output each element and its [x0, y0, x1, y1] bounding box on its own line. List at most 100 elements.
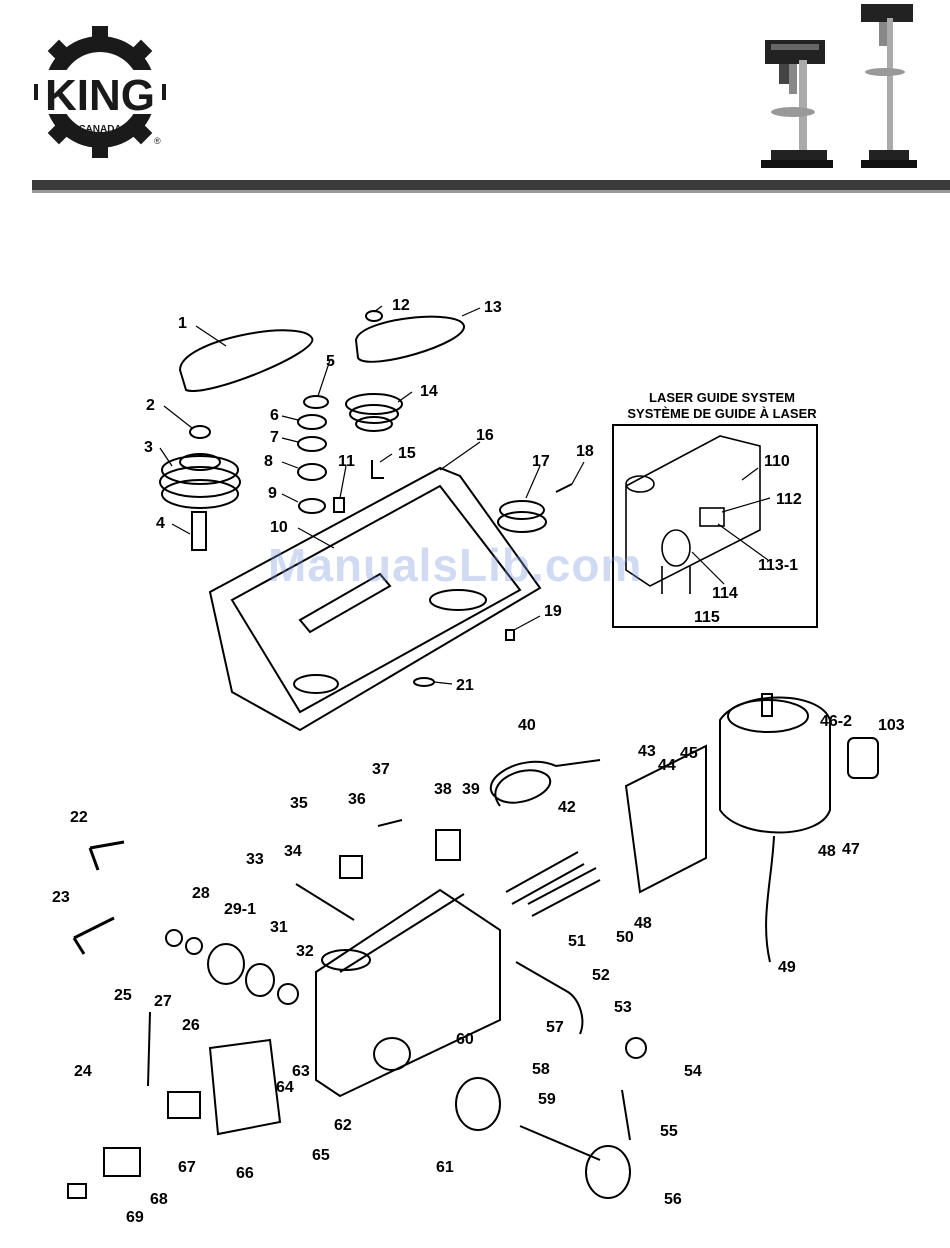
part-label: 5 — [326, 353, 335, 370]
bearing-6 — [298, 415, 326, 429]
part-label: 32 — [296, 943, 314, 960]
knob-54 — [626, 1038, 646, 1058]
part-label: 48 — [634, 915, 652, 932]
screw-19 — [506, 630, 514, 640]
part-label: 22 — [70, 809, 88, 826]
switch-68 — [104, 1148, 140, 1176]
part-label: 23 — [52, 889, 70, 906]
part-label: 63 — [292, 1063, 310, 1080]
part-label: 29-1 — [224, 901, 256, 918]
leader-lines — [160, 306, 770, 684]
bracket-38 — [436, 830, 460, 860]
bushing-12 — [366, 311, 382, 321]
part-label: 113-1 — [758, 557, 798, 574]
laser-pins-115 — [662, 566, 690, 594]
bushing-61 — [456, 1078, 500, 1130]
cover-103 — [848, 738, 878, 778]
part-label: 16 — [476, 427, 494, 444]
bracket-15 — [372, 460, 384, 478]
part-label: 48 — [818, 843, 836, 860]
part-label: 52 — [592, 967, 610, 984]
part-label: 45 — [680, 745, 698, 762]
laser-guide-parts — [626, 436, 760, 594]
belt-13 — [356, 317, 464, 362]
part-label: 110 — [764, 453, 790, 470]
motor-46-2 — [720, 694, 830, 833]
part-label: 69 — [126, 1209, 144, 1226]
rod-42 — [506, 852, 584, 904]
part-label: 25 — [114, 987, 132, 1004]
part-label: 13 — [484, 299, 502, 316]
cord-49 — [766, 836, 774, 962]
part-label: 24 — [74, 1063, 92, 1080]
part-label: 46-2 — [820, 713, 852, 730]
part-label: 64 — [276, 1079, 294, 1096]
part-label: 8 — [264, 453, 273, 470]
knob-21 — [414, 678, 434, 686]
part-label: 67 — [178, 1159, 196, 1176]
part-label: 36 — [348, 791, 366, 808]
part-label: 3 — [144, 439, 153, 456]
part-label: 65 — [312, 1147, 330, 1164]
ring-9 — [299, 499, 325, 513]
part-label: 43 — [638, 743, 656, 760]
part-label: 33 — [246, 851, 264, 868]
flange-31 — [246, 964, 274, 996]
nut-2 — [190, 426, 210, 438]
part-label: 37 — [372, 761, 390, 778]
part-label: 39 — [462, 781, 480, 798]
part-label: 62 — [334, 1117, 352, 1134]
part-label: 4 — [156, 515, 165, 532]
hex-key-22 — [90, 842, 124, 870]
part-label: 17 — [532, 453, 550, 470]
idler-pulley-17 — [498, 501, 546, 532]
part-label: 57 — [546, 1019, 564, 1036]
part-label: 18 — [576, 443, 594, 460]
screw-11 — [334, 498, 344, 512]
clip-36 — [378, 820, 402, 826]
cover-65 — [210, 1040, 280, 1134]
head-casting-62 — [316, 890, 500, 1096]
part-label: 6 — [270, 407, 279, 424]
part-label: 11 — [338, 453, 355, 470]
part-label: 112 — [776, 491, 802, 508]
part-label: 51 — [568, 933, 586, 950]
part-label: 1 — [178, 315, 187, 332]
power-cord-40 — [491, 760, 600, 806]
part-label: 50 — [616, 929, 634, 946]
motor-pulley-3 — [160, 454, 240, 508]
ring-5 — [304, 396, 328, 408]
part-label: 31 — [270, 919, 288, 936]
laser-housing-110 — [626, 436, 760, 586]
laser-switch-112 — [700, 508, 724, 526]
belt-1 — [180, 330, 312, 391]
part-label: 9 — [268, 485, 277, 502]
spindle-shaft — [520, 1126, 600, 1160]
part-label: 44 — [658, 757, 676, 774]
nut-28a — [166, 930, 182, 946]
nut-28b — [186, 938, 202, 954]
part-label: 12 — [392, 297, 410, 314]
chuck-56 — [586, 1146, 630, 1198]
part-label: 47 — [842, 841, 860, 858]
bearing-8 — [298, 464, 326, 480]
panel-67 — [168, 1092, 200, 1118]
part-label: 49 — [778, 959, 796, 976]
part-label: 114 — [712, 585, 738, 602]
part-label: 28 — [192, 885, 210, 902]
wire-25 — [148, 1012, 150, 1086]
part-label: 53 — [614, 999, 632, 1016]
part-label: 27 — [154, 993, 172, 1010]
screw-18 — [556, 484, 572, 492]
part-label: 56 — [664, 1191, 682, 1208]
part-label: 61 — [436, 1159, 454, 1176]
part-34 — [340, 856, 362, 878]
part-label: 19 — [544, 603, 562, 620]
hex-key-23 — [74, 918, 114, 954]
spacer-7 — [298, 437, 326, 451]
spindle-pulley-14 — [346, 394, 402, 431]
watermark: ManualsLib.com — [268, 538, 642, 592]
part-label: 60 — [456, 1031, 474, 1048]
pulley-29-1 — [208, 944, 244, 984]
